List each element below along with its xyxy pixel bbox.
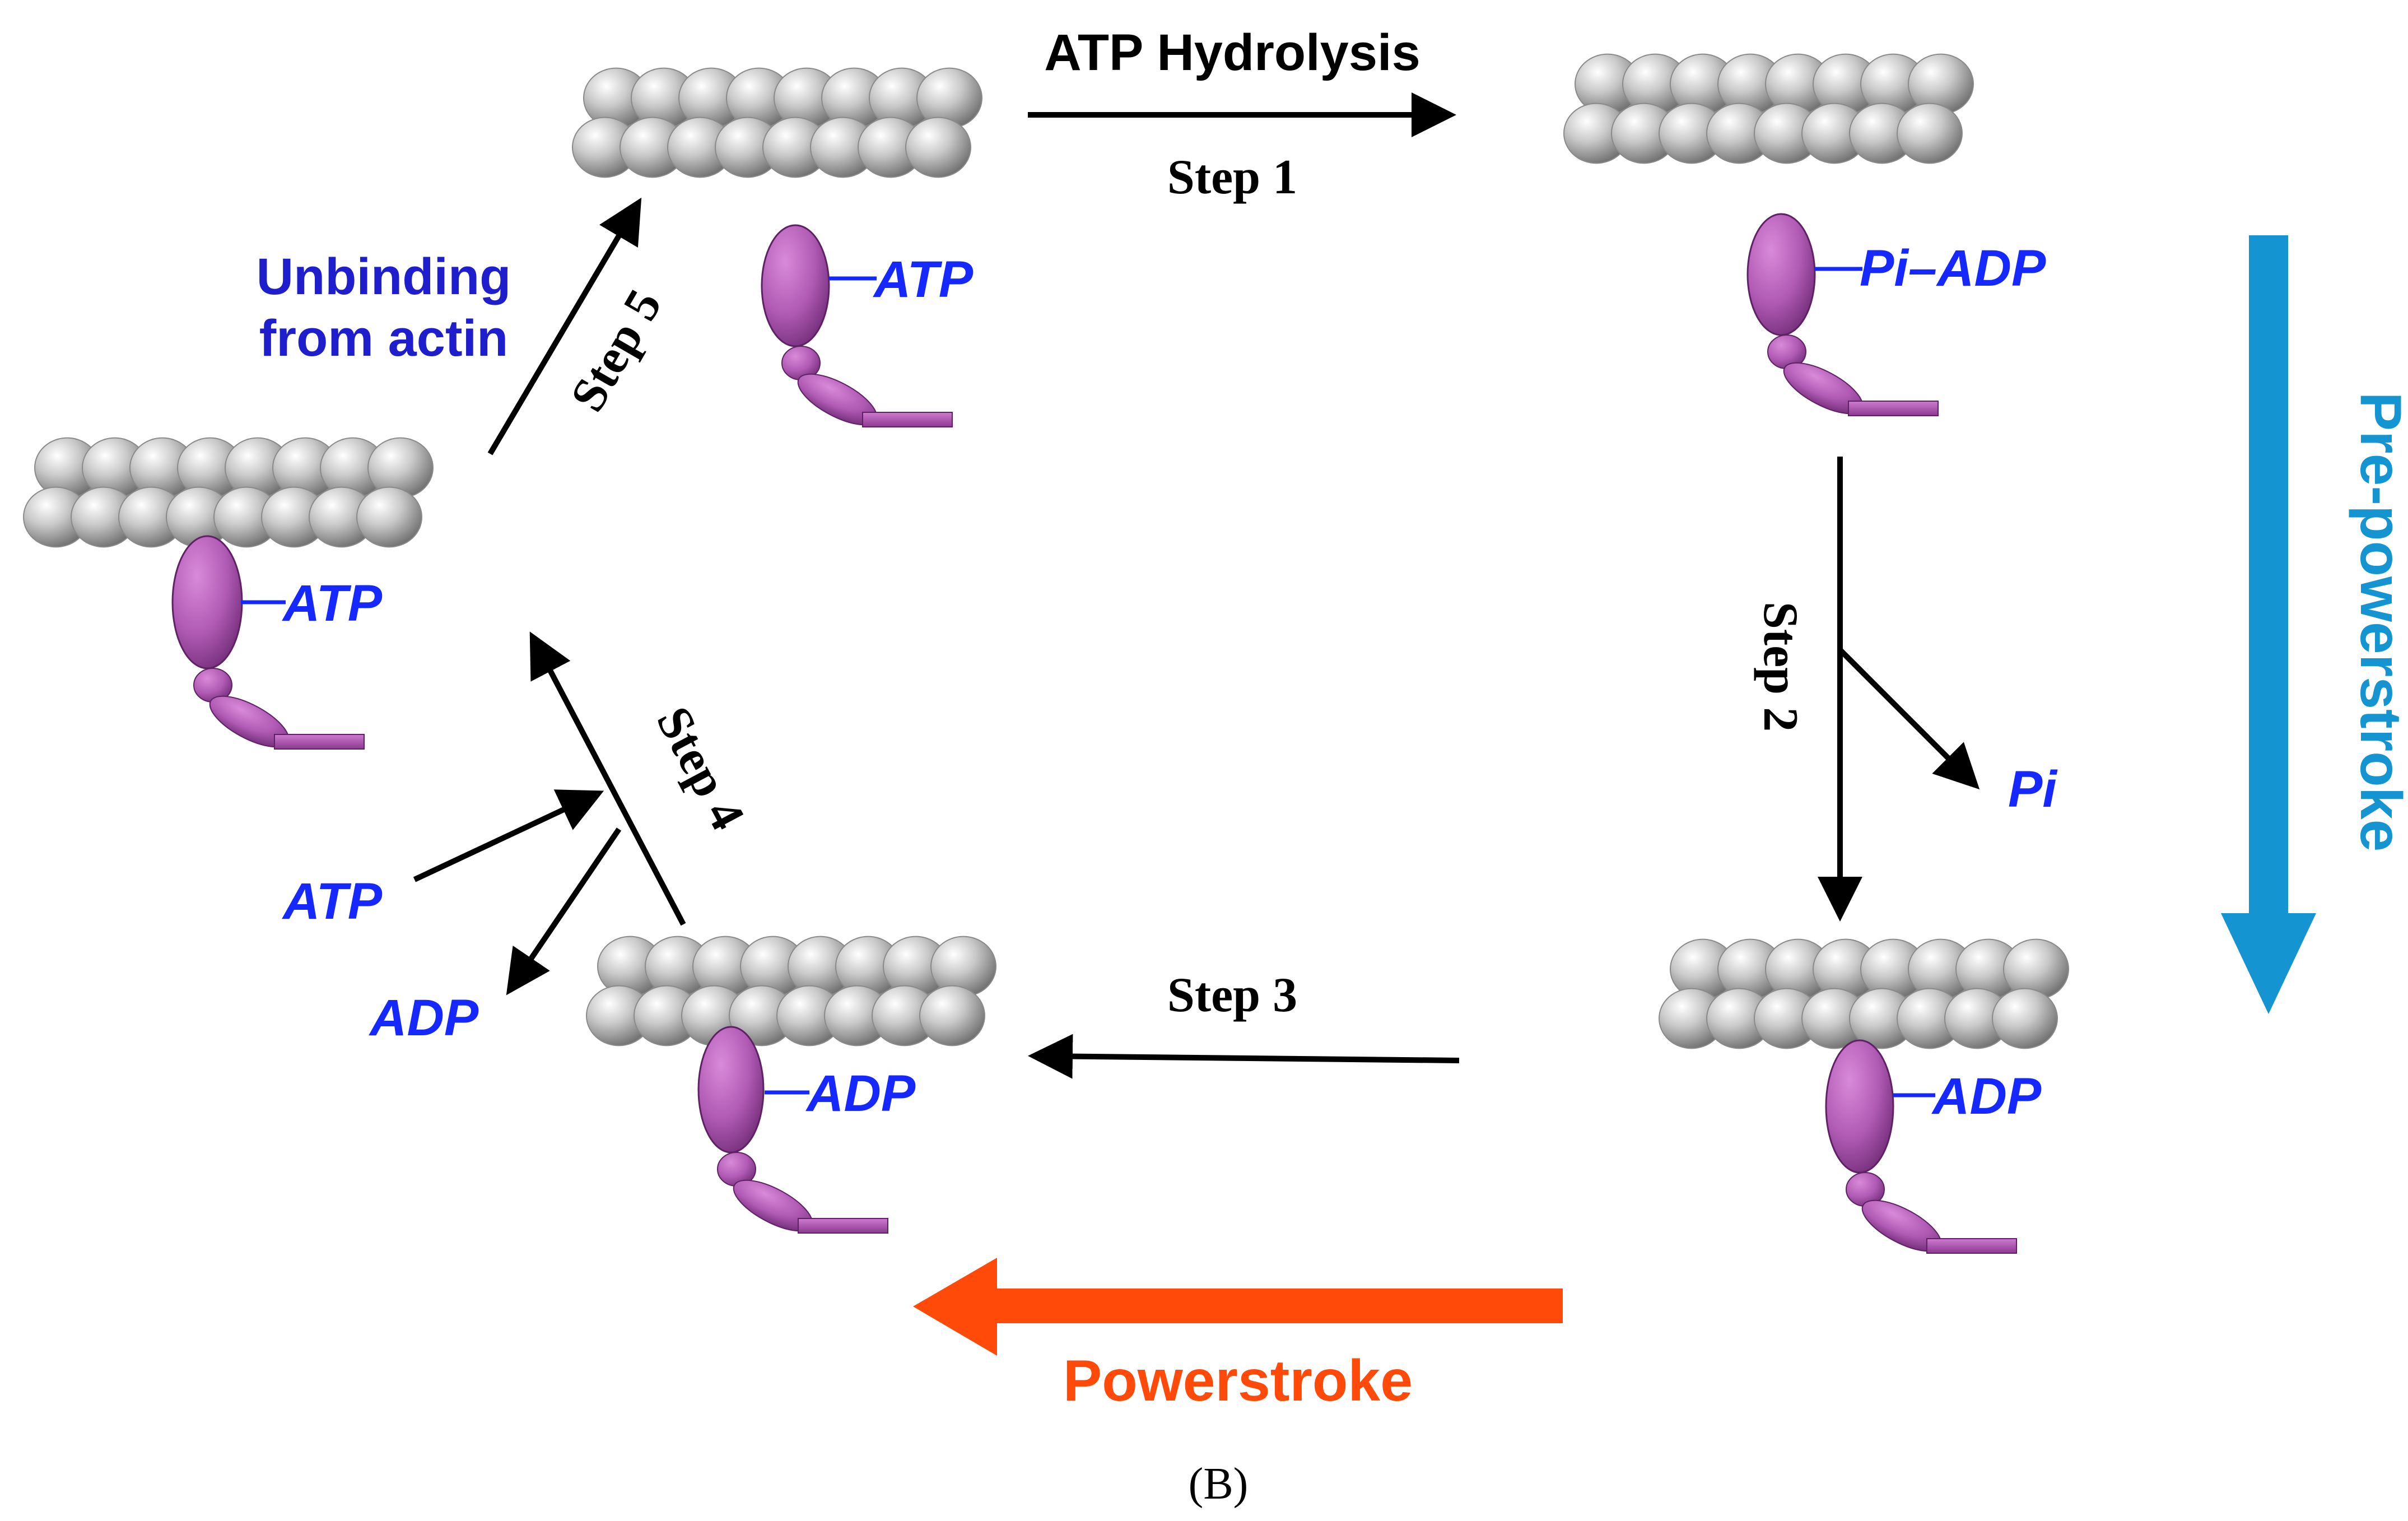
label-unbinding-line2: from actin — [259, 310, 509, 367]
arrow-adp-out — [506, 827, 622, 996]
actin-filament-top-right — [1563, 53, 1974, 164]
actin-filament-top — [572, 67, 982, 178]
myosin-tail — [798, 1218, 888, 1234]
actin-bead — [1992, 988, 2058, 1049]
myosin-head-top-right — [1746, 213, 1939, 416]
label-adp-out: ADP — [369, 989, 479, 1046]
arrow-step2-pi-branch — [1838, 648, 1980, 790]
actin-bead — [905, 117, 971, 178]
actin-filament-left — [23, 437, 434, 548]
label-unbinding-line1: Unbinding — [257, 248, 511, 305]
myosin-tail — [1926, 1238, 2017, 1254]
myosin-head — [697, 1026, 765, 1153]
label-step2: Step 2 — [1753, 602, 1808, 732]
label-pi-released: Pi — [2008, 761, 2058, 818]
myosin-head-top — [761, 224, 953, 427]
label-step4: Step 4 — [646, 698, 755, 839]
actin-filament-bottom-right — [1659, 938, 2069, 1049]
label-adp-right: ADP — [1931, 1068, 2042, 1125]
powerstroke-arrow — [913, 1258, 1563, 1356]
panel-label: (B) — [1189, 1459, 1249, 1509]
label-atp-top: ATP — [873, 251, 974, 308]
label-pre-powerstroke: Pre-powerstroke — [2348, 392, 2408, 852]
arrow-step5 — [487, 197, 642, 455]
myosin-head — [1825, 1039, 1894, 1174]
label-step1: Step 1 — [1167, 150, 1297, 204]
actin-filament-middle — [586, 936, 996, 1046]
label-adp-middle: ADP — [805, 1065, 916, 1122]
myosin-head — [171, 535, 243, 669]
myosin-head-left — [171, 535, 365, 750]
label-atp-left: ATP — [282, 575, 383, 632]
myosin-head — [761, 224, 830, 347]
arrow-atp-in — [413, 789, 604, 882]
myosin-tail — [274, 734, 365, 750]
arrow-step4 — [529, 631, 686, 926]
myosin-head — [1746, 213, 1816, 336]
pre-powerstroke-arrow — [2221, 235, 2316, 1014]
actin-bead — [919, 985, 985, 1046]
cycle-arrows — [413, 92, 1980, 1079]
label-atp-hydrolysis: ATP Hydrolysis — [1044, 24, 1420, 81]
label-pi-adp: Pi–ADP — [1860, 240, 2046, 297]
arrow-step3 — [1028, 1034, 1460, 1079]
actin-bead — [1897, 103, 1963, 164]
label-step3: Step 3 — [1167, 968, 1297, 1022]
label-atp-in: ATP — [282, 873, 383, 930]
myosin-head-bottom-right — [1825, 1039, 2017, 1254]
label-powerstroke: Powerstroke — [1063, 1348, 1413, 1413]
actin-bead — [356, 486, 422, 548]
myosin-tail — [862, 412, 953, 427]
nucleotide-connectors — [241, 267, 1935, 1097]
myosin-head-middle — [697, 1026, 888, 1234]
myosin-tail — [1848, 401, 1939, 416]
